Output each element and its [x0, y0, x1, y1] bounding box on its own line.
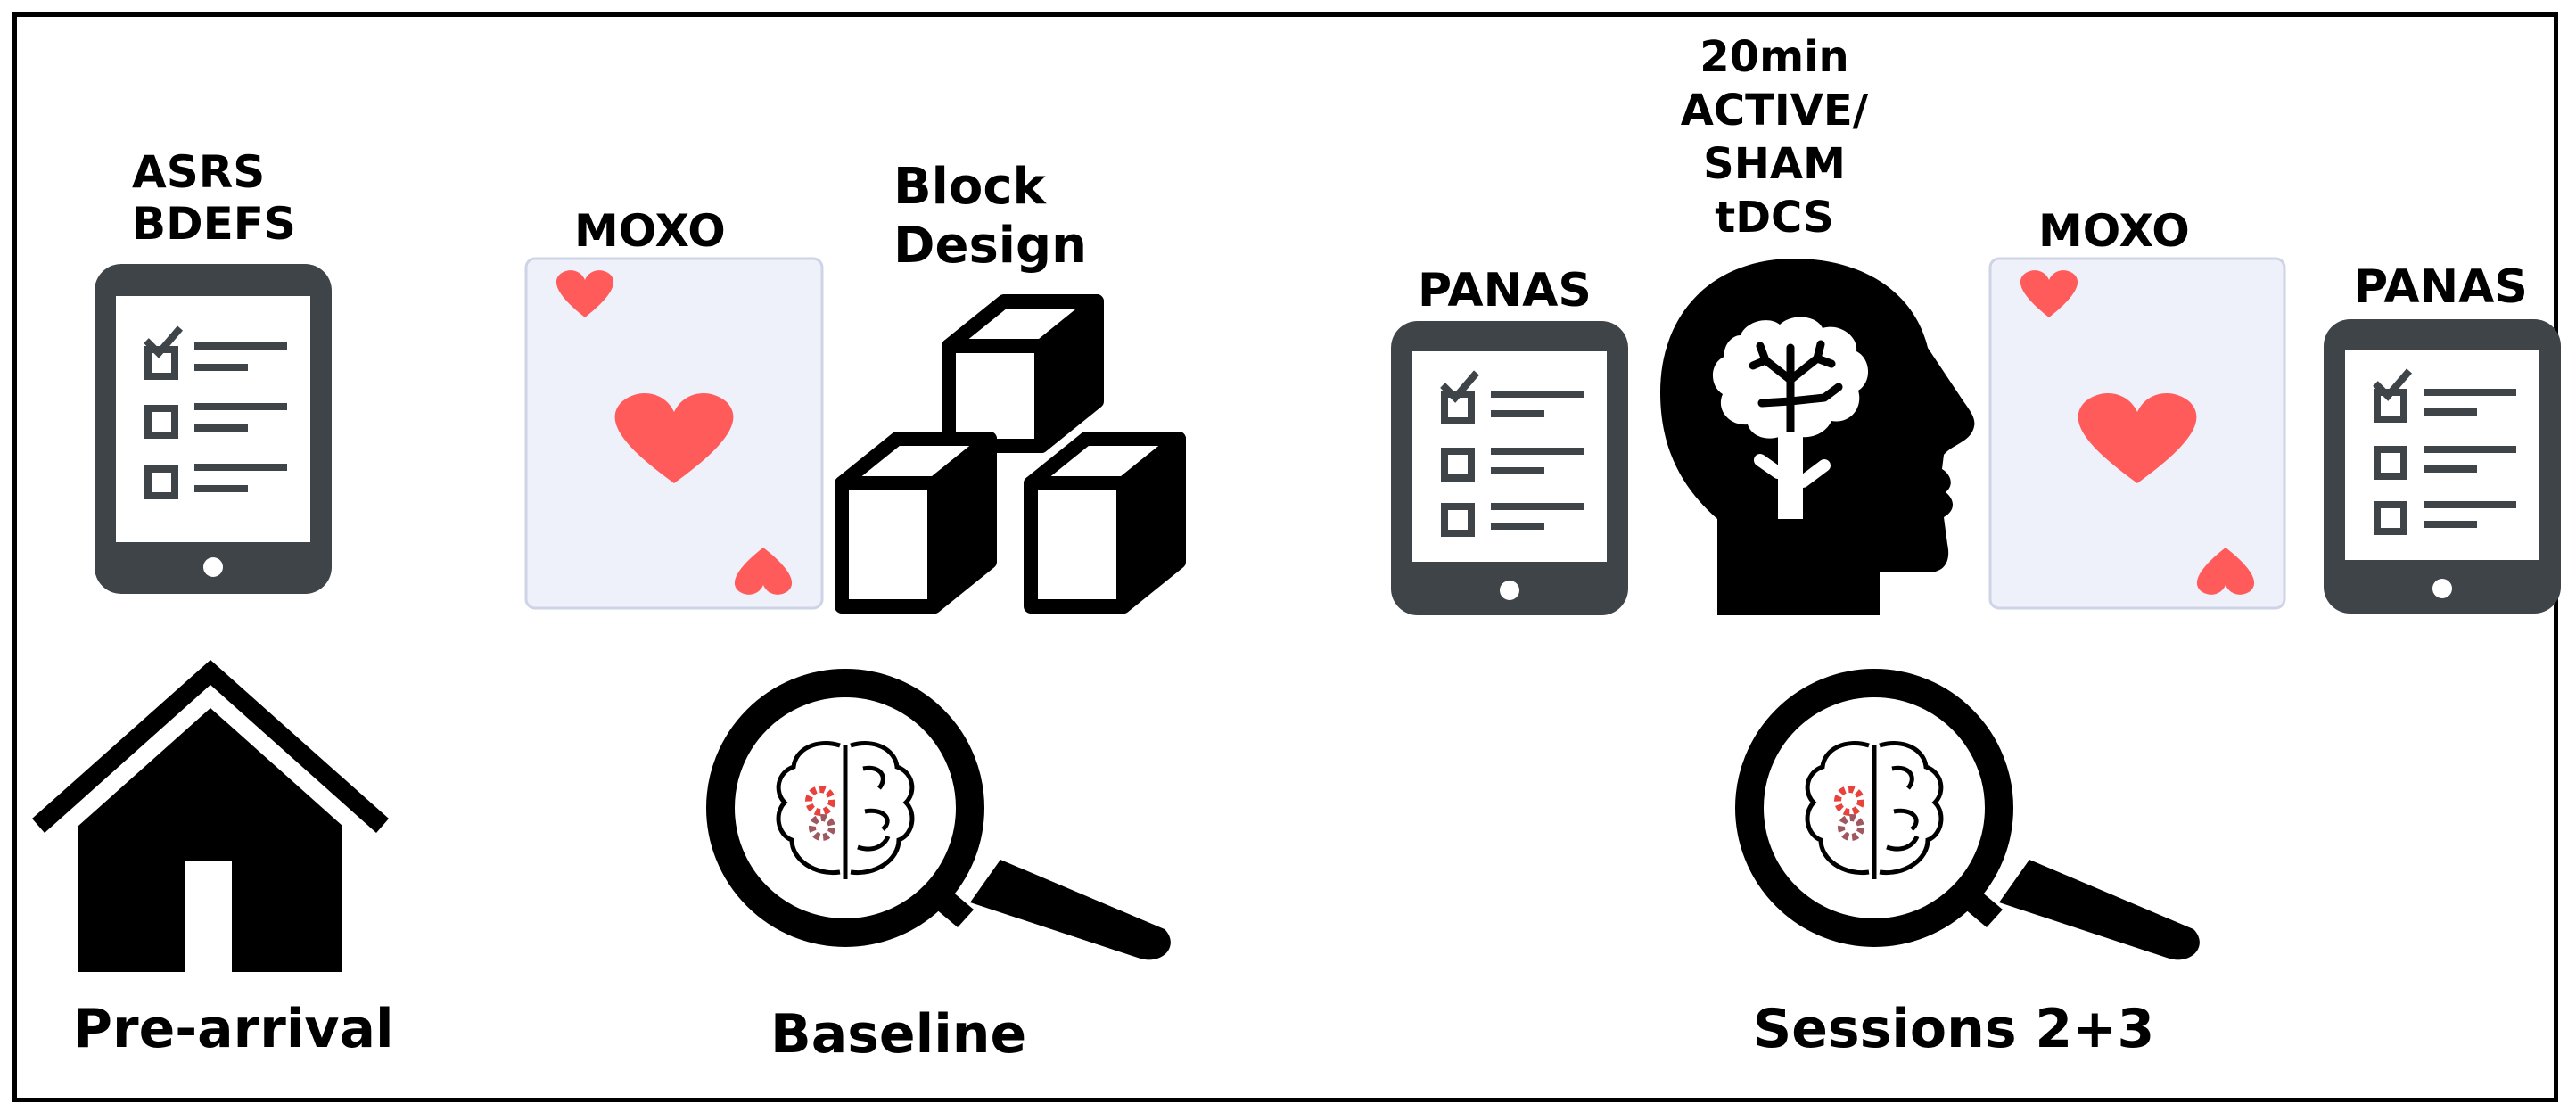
house-icon: [32, 660, 389, 972]
playing-card-heart-icon: [524, 257, 824, 610]
label-tdcs: tDCS: [1715, 193, 1834, 243]
label-block: Block: [893, 158, 1046, 216]
label-design: Design: [893, 217, 1087, 275]
label-pre-arrival: Pre-arrival: [73, 998, 394, 1060]
label-active: ACTIVE/: [1680, 86, 1869, 136]
magnifier-brain-icon-sessions: [1735, 669, 2200, 960]
tablet-checklist-icon-panas-post: [2324, 319, 2561, 614]
label-moxo-baseline: MOXO: [574, 205, 726, 257]
label-sessions: Sessions 2+3: [1753, 998, 2155, 1060]
tablet-checklist-icon: [95, 264, 332, 594]
blocks-icon: [835, 294, 1186, 614]
label-20min: 20min: [1700, 32, 1849, 82]
magnifier-brain-icon-baseline: [706, 669, 1171, 960]
tablet-checklist-icon-panas-pre: [1391, 321, 1628, 615]
label-moxo-sessions: MOXO: [2038, 205, 2190, 257]
label-bdefs: BDEFS: [132, 198, 296, 250]
playing-card-heart-icon-sessions: [1988, 257, 2286, 610]
label-panas-post: PANAS: [2354, 260, 2528, 314]
label-panas-pre: PANAS: [1418, 264, 1592, 317]
label-asrs: ASRS: [132, 146, 266, 198]
head-brain-icon: [1660, 259, 1975, 615]
label-sham: SHAM: [1703, 139, 1846, 189]
label-baseline: Baseline: [770, 1003, 1027, 1066]
